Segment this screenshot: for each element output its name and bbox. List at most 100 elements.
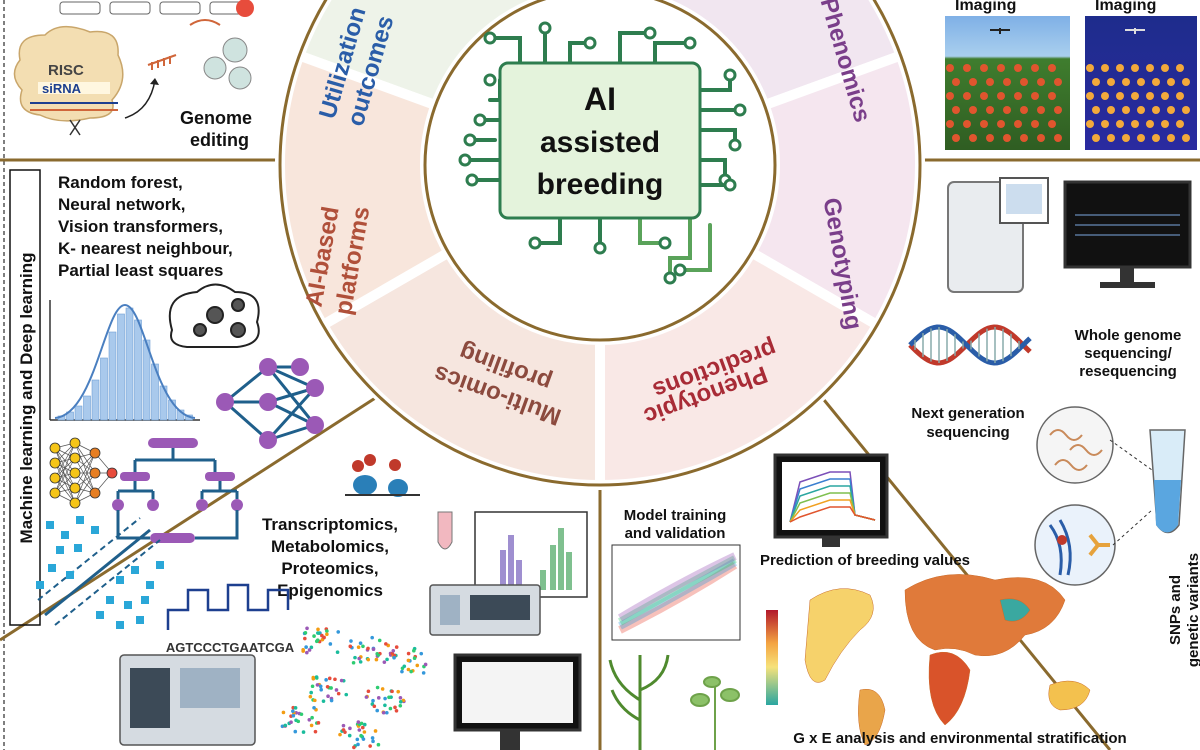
nn-neuron: [89, 447, 101, 459]
tomato-plant: [980, 120, 988, 128]
umap-cell: [383, 703, 387, 708]
umap-cell: [336, 630, 341, 634]
umap-cell: [328, 642, 333, 646]
histogram-bar: [83, 395, 91, 421]
tomato-plant: [1031, 120, 1039, 128]
tomato-plant-multispectral: [1167, 78, 1175, 86]
network-edge: [266, 386, 317, 442]
tomato-plant-multispectral: [1137, 106, 1145, 114]
stop-icon: [236, 0, 254, 17]
histogram-bar: [168, 399, 176, 421]
training-line1: Model training: [624, 507, 727, 524]
umap-cell: [322, 635, 326, 640]
decision-tree-icon: [112, 438, 243, 543]
data-point: [116, 576, 124, 584]
umap-cell: [366, 657, 371, 662]
network-node: [291, 358, 309, 376]
sirna-label: siRNA: [42, 81, 82, 96]
circuit-brain-icon: [458, 21, 747, 285]
circuit-trace: [653, 41, 692, 65]
risc-label: RISC: [48, 62, 84, 79]
umap-cell: [376, 742, 381, 747]
data-point: [136, 616, 144, 624]
umap-cell: [385, 710, 389, 715]
circuit-node: [723, 68, 737, 82]
tree-root: [148, 438, 198, 448]
umap-cell: [305, 650, 309, 655]
imaging-panel: Imaging Imaging: [945, 0, 1197, 150]
umap-cell: [387, 695, 391, 700]
maize-plant-icon: [608, 654, 670, 750]
omics-3: Epigenomics: [277, 581, 383, 600]
tomato-plant-multispectral: [1107, 78, 1115, 86]
ml-vertical-label: Machine learning and Deep learning: [17, 253, 36, 544]
circuit-node: [483, 31, 497, 45]
temperature-legend: [766, 610, 778, 705]
tomato-plant-multispectral: [1086, 64, 1094, 72]
tree-node: [120, 472, 150, 481]
umap-cell: [368, 744, 372, 748]
umap-cell: [393, 705, 397, 710]
data-point: [46, 521, 54, 529]
umap-cell: [312, 705, 316, 710]
tomato-plant-multispectral: [1122, 134, 1130, 142]
tomato-plant-multispectral: [1122, 78, 1130, 86]
umap-cell: [392, 655, 396, 660]
tomato-plant: [1048, 64, 1056, 72]
umap-cell: [373, 729, 378, 733]
umap-cell: [361, 644, 365, 649]
umap-cell: [293, 729, 298, 734]
umap-cell: [321, 699, 326, 703]
dna-sequence: AGTCCCTGAATCGA: [166, 640, 295, 655]
umap-cell: [291, 713, 296, 718]
umap-cell: [364, 695, 369, 699]
umap-cell: [301, 730, 306, 734]
tomato-plant: [969, 78, 977, 86]
circuit-trace: [678, 223, 712, 272]
tomato-plant-multispectral: [1092, 78, 1100, 86]
tomato-plant: [952, 78, 960, 86]
gxe-world-map: [804, 574, 1091, 746]
data-point: [61, 531, 69, 539]
network-node: [306, 379, 324, 397]
imaging-label-1: Imaging: [955, 0, 1016, 14]
data-point: [116, 621, 124, 629]
map-landmass: [804, 588, 874, 683]
circuit-node: [663, 271, 677, 285]
circuit-trace: [618, 31, 652, 65]
nn-neuron: [89, 467, 101, 479]
snp-line1: SNPs and: [1167, 575, 1184, 645]
umap-cell: [313, 698, 317, 703]
tomato-plant: [963, 92, 971, 100]
circuit-trace: [568, 41, 592, 65]
histogram-bar: [151, 363, 159, 421]
tomato-plant: [1037, 134, 1045, 142]
umap-cell: [356, 720, 361, 724]
umap-cell: [371, 739, 375, 744]
umap-cell: [355, 737, 360, 742]
tomato-plant-multispectral: [1176, 64, 1184, 72]
spectrum-peak: [500, 550, 506, 590]
umap-cell: [338, 732, 342, 737]
center-title-line1: AI: [584, 81, 616, 117]
tomato-plant-multispectral: [1167, 134, 1175, 142]
training-line2: and validation: [625, 525, 726, 542]
nn-neuron: [49, 457, 61, 469]
umap-cell: [391, 648, 396, 653]
dna-helix-icon: [908, 324, 1032, 366]
data-point: [96, 611, 104, 619]
risc-blob-icon: [13, 26, 124, 122]
tomato-plant: [997, 92, 1005, 100]
ml-method-3: K- nearest neighbour,: [58, 239, 233, 258]
circuit-node: [583, 36, 597, 50]
drone-icon-2: [1125, 28, 1145, 34]
circuit-trace: [668, 216, 692, 280]
circuit-node: [723, 178, 737, 192]
umap-cell: [312, 634, 316, 638]
umap-cell: [362, 730, 367, 734]
tomato-plant-multispectral: [1116, 92, 1124, 100]
umap-cell: [344, 692, 349, 697]
tomato-plant: [946, 92, 954, 100]
umap-cell: [400, 669, 404, 674]
